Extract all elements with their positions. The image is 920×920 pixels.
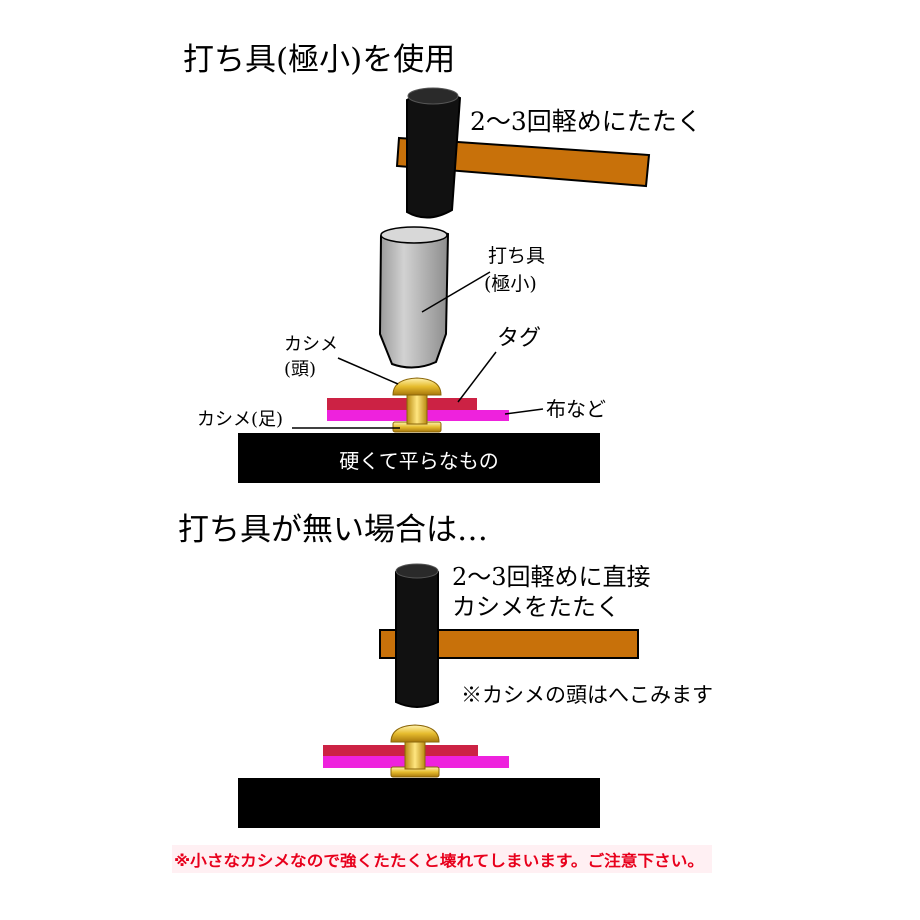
hammer-1 bbox=[395, 87, 651, 219]
fabric-label: 布など bbox=[546, 397, 606, 421]
tool-leader-line bbox=[421, 271, 491, 313]
hard-flat-base-1 bbox=[238, 433, 600, 483]
hammer-handle-1 bbox=[395, 136, 651, 188]
tag-layer-2 bbox=[323, 745, 478, 756]
rivet-head-label-line1: カシメ bbox=[284, 334, 338, 355]
section2-heading: 打ち具が無い場合は… bbox=[178, 512, 488, 548]
rivet-head-leader-line bbox=[337, 357, 399, 385]
tag-label: タグ bbox=[497, 326, 541, 351]
hammer-head-2 bbox=[395, 565, 439, 708]
hammer-face-top-2 bbox=[395, 563, 439, 579]
rivet-stem-2 bbox=[404, 740, 426, 770]
warning-background bbox=[172, 845, 712, 873]
hammer-head-1 bbox=[406, 90, 462, 219]
section2: 打ち具が無い場合は… 2〜3回軽めに直接 カシメをたたく ※カシメの頭はへこみま… bbox=[178, 512, 713, 828]
section2-instruction-line2: カシメをたたく bbox=[452, 593, 620, 621]
rivet-foot-label: カシメ(足) bbox=[197, 409, 283, 430]
punch-tool bbox=[378, 226, 450, 369]
section1-instruction: 2〜3回軽めにたたく bbox=[470, 107, 702, 136]
section1: 打ち具(極小)を使用 2〜3回軽めにたたく 打ち具 (極小) カシメ (頭 bbox=[183, 42, 702, 483]
section1-heading: 打ち具(極小)を使用 bbox=[183, 42, 455, 78]
rivet-head-1 bbox=[392, 377, 442, 396]
hard-flat-base-2 bbox=[238, 778, 600, 828]
rivet-head-2 bbox=[390, 724, 440, 743]
section2-note: ※カシメの頭はへこみます bbox=[461, 683, 713, 707]
rivet-2 bbox=[390, 724, 440, 778]
section2-instruction-line1: 2〜3回軽めに直接 bbox=[452, 563, 651, 591]
hammer-2 bbox=[379, 563, 639, 708]
footer: ※小さなカシメなので強くたたくと壊れてしまいます。ご注意下さい。 bbox=[172, 845, 712, 873]
tag-leader-line bbox=[457, 351, 497, 403]
hammer-face-top-1 bbox=[407, 87, 459, 105]
punch-tool-top bbox=[380, 226, 448, 244]
punch-tool-body bbox=[378, 228, 450, 369]
rivet-1 bbox=[392, 377, 442, 433]
base-label: 硬くて平らなもの bbox=[339, 449, 498, 473]
footer-warning: ※小さなカシメなので強くたたくと壊れてしまいます。ご注意下さい。 bbox=[174, 851, 704, 870]
tool-label-line1: 打ち具 bbox=[488, 245, 545, 267]
tool-label-line2: (極小) bbox=[484, 273, 537, 295]
fabric-leader-line bbox=[504, 408, 544, 415]
tag-layer-1 bbox=[327, 398, 477, 410]
rivet-head-label-line2: (頭) bbox=[284, 359, 316, 380]
rivet-stem-1 bbox=[406, 393, 428, 425]
